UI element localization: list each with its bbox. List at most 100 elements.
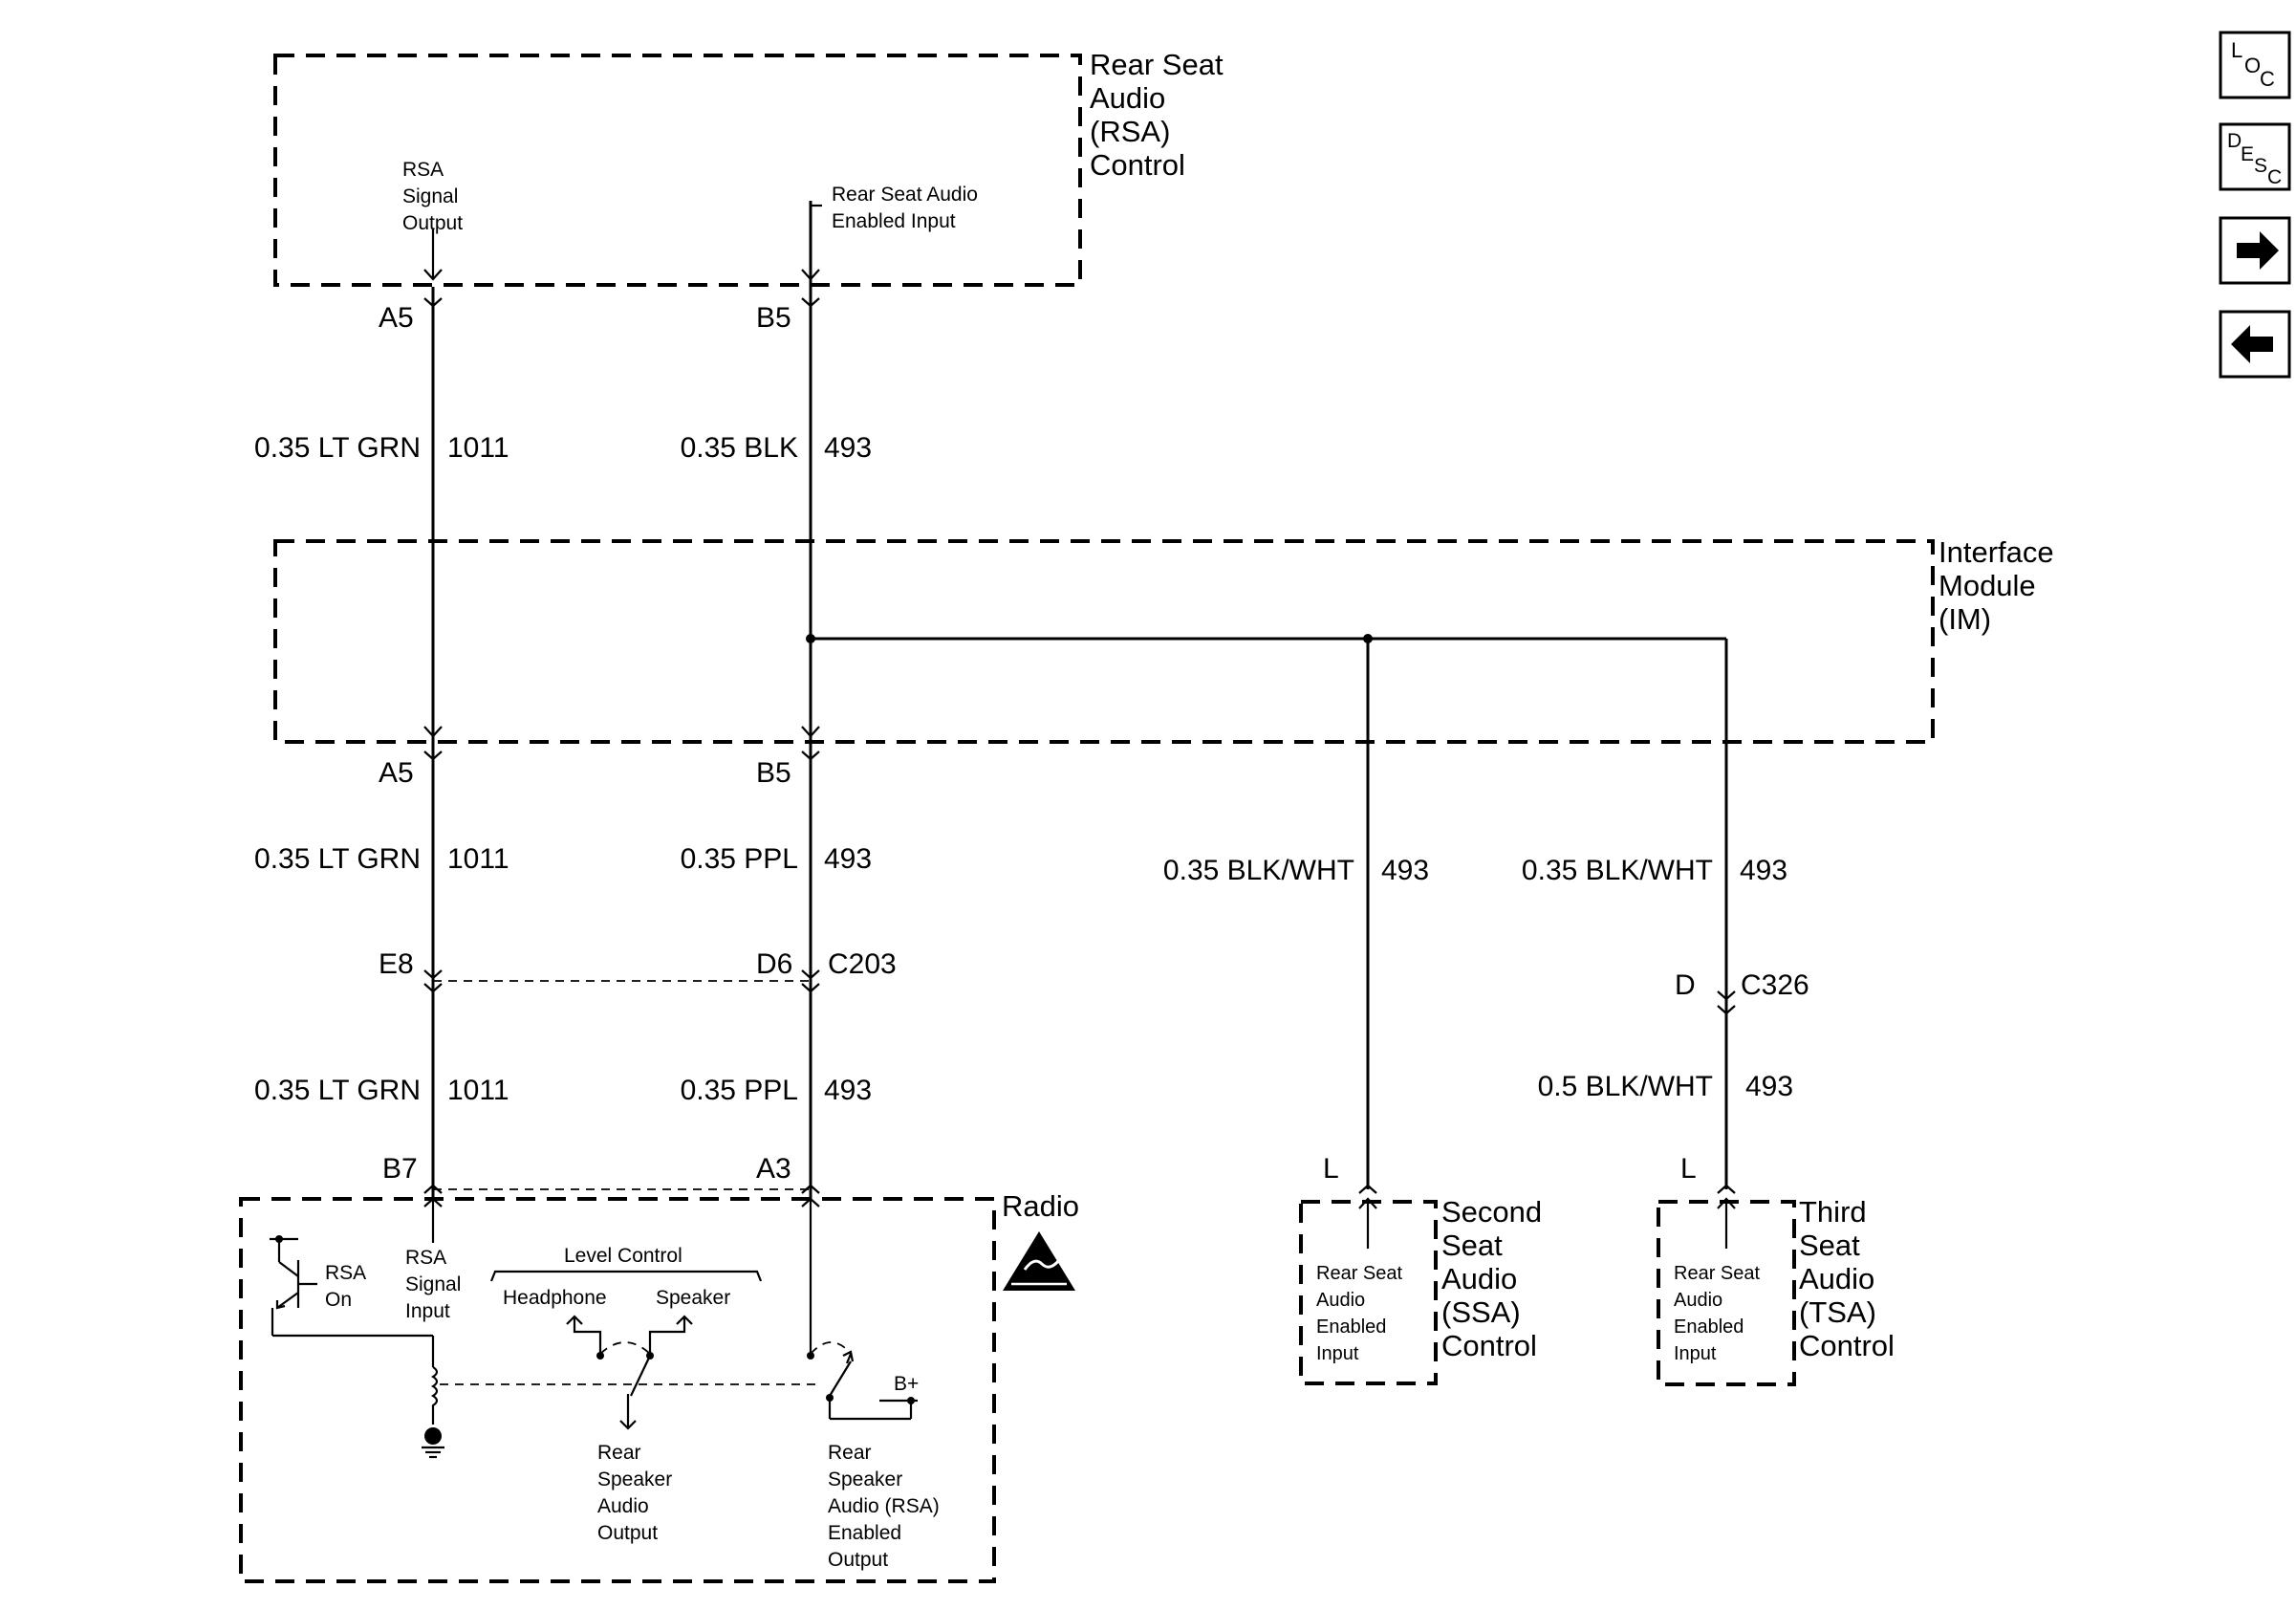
wire-5-color: 0.35 BLK/WHT xyxy=(1163,855,1354,886)
pin-tsa-l: L xyxy=(1680,1153,1697,1185)
rear-speaker-rsa-output-label-5: Output xyxy=(828,1549,888,1571)
wire-1-color: 0.35 LT GRN xyxy=(254,432,421,464)
next-button[interactable] xyxy=(2219,216,2291,285)
desc-letter-e: E xyxy=(2241,143,2254,165)
rear-speaker-audio-output-label-1: Rear xyxy=(597,1442,641,1464)
connector-c203: C203 xyxy=(828,948,897,980)
rsa-signal-input-label-3: Input xyxy=(405,1300,450,1322)
interface-module-box xyxy=(273,539,1935,744)
ssa-label-4: (SSA) xyxy=(1441,1295,1521,1329)
pin-ssa-l: L xyxy=(1323,1153,1339,1185)
headphone-label: Headphone xyxy=(503,1287,607,1309)
tsa-label-5: Control xyxy=(1799,1329,1895,1362)
rear-speaker-audio-output-label-3: Audio xyxy=(597,1495,649,1517)
rsa-signal-output-label-3: Output xyxy=(402,212,463,234)
ssa-label-3: Audio xyxy=(1441,1262,1517,1295)
rear-speaker-audio-output-label-4: Output xyxy=(597,1522,658,1544)
wire-4-circuit: 493 xyxy=(824,843,872,875)
arrow-left-icon xyxy=(2231,325,2273,363)
wire-6-circuit: 493 xyxy=(1740,855,1787,886)
desc-letter-d: D xyxy=(2227,130,2242,152)
wire-3-color: 0.35 LT GRN xyxy=(254,843,421,875)
tsa-input-label-1: Rear Seat xyxy=(1674,1263,1760,1284)
tsa-input-label-4: Input xyxy=(1674,1343,1717,1364)
b-plus-label: B+ xyxy=(894,1373,919,1395)
im-label-3: (IM) xyxy=(1939,602,1991,636)
rsa-control-label-2: Audio xyxy=(1090,81,1165,115)
connector-markers xyxy=(423,269,1736,1194)
wire-8-color: 0.35 PPL xyxy=(681,1075,798,1106)
radio-box xyxy=(239,1197,996,1583)
loc-letter-o: O xyxy=(2244,54,2261,77)
tsa-label-1: Third xyxy=(1799,1195,1867,1229)
rsa-on-label-2: On xyxy=(325,1289,352,1311)
tsa-input-label-2: Audio xyxy=(1674,1290,1722,1311)
loc-letter-l: L xyxy=(2231,38,2242,62)
wire-2-color: 0.35 BLK xyxy=(681,432,798,464)
wire-9-circuit: 493 xyxy=(1745,1071,1793,1102)
wire-6-color: 0.35 BLK/WHT xyxy=(1522,855,1713,886)
radio-internal-circuit xyxy=(270,1197,918,1459)
splice-dot xyxy=(806,634,815,643)
radio-label: Radio xyxy=(1002,1189,1079,1223)
rsa-control-box xyxy=(273,54,1082,287)
ssa-input-label-3: Enabled xyxy=(1316,1316,1386,1338)
wire-4-color: 0.35 PPL xyxy=(681,843,798,875)
tsa-label-2: Seat xyxy=(1799,1229,1860,1262)
desc-letter-c: C xyxy=(2267,166,2282,188)
wire-3-circuit: 1011 xyxy=(447,843,509,875)
rear-speaker-rsa-output-label-2: Speaker xyxy=(828,1469,902,1490)
rsa-on-label-1: RSA xyxy=(325,1262,366,1284)
desc-letter-s: S xyxy=(2254,155,2267,177)
pin-c203-d6: D6 xyxy=(756,948,792,980)
pin-rsa-b5: B5 xyxy=(756,302,791,334)
pin-radio-a3: A3 xyxy=(756,1153,791,1185)
level-control-label: Level Control xyxy=(564,1245,682,1267)
rsa-control-label-1: Rear Seat xyxy=(1090,48,1224,81)
ssa-label-2: Seat xyxy=(1441,1229,1503,1262)
pin-rsa-a5: A5 xyxy=(379,302,414,334)
wire-2-circuit: 493 xyxy=(824,432,872,464)
rsa-control-label-4: Control xyxy=(1090,148,1185,182)
rear-speaker-audio-output-label-2: Speaker xyxy=(597,1469,672,1490)
wire-9-color: 0.5 BLK/WHT xyxy=(1538,1071,1713,1102)
im-label-2: Module xyxy=(1939,569,2036,602)
location-button[interactable]: L O C xyxy=(2219,31,2291,99)
rear-speaker-rsa-output-label-3: Audio (RSA) xyxy=(828,1495,940,1517)
pin-im-b5: B5 xyxy=(756,757,791,789)
pin-c203-e8: E8 xyxy=(379,948,414,980)
rsa-control-label-3: (RSA) xyxy=(1090,115,1170,148)
wire-7-circuit: 1011 xyxy=(447,1075,509,1106)
loc-letter-c: C xyxy=(2260,67,2275,91)
rsa-signal-input-label-2: Signal xyxy=(405,1273,461,1295)
tsa-label-3: Audio xyxy=(1799,1262,1874,1295)
esd-caution-icon xyxy=(1003,1231,1075,1291)
wire-5-circuit: 493 xyxy=(1381,855,1429,886)
im-label-1: Interface xyxy=(1939,535,2054,569)
connector-c326: C326 xyxy=(1741,969,1809,1001)
description-button[interactable]: D E S C xyxy=(2219,122,2291,191)
speaker-label: Speaker xyxy=(656,1287,730,1309)
ssa-label-1: Second xyxy=(1441,1195,1542,1229)
wire-1-circuit: 1011 xyxy=(447,432,509,464)
pin-radio-b7: B7 xyxy=(382,1153,418,1185)
arrow-right-icon xyxy=(2237,231,2279,270)
ssa-label-5: Control xyxy=(1441,1329,1537,1362)
ssa-input-label-4: Input xyxy=(1316,1343,1359,1364)
wire-8-circuit: 493 xyxy=(824,1075,872,1106)
rear-speaker-rsa-output-label-4: Enabled xyxy=(828,1522,901,1544)
rsa-enabled-input-label-2: Enabled Input xyxy=(832,210,956,232)
rsa-signal-output-label-1: RSA xyxy=(402,159,444,181)
pin-im-a5: A5 xyxy=(379,757,414,789)
previous-button[interactable] xyxy=(2219,310,2291,379)
rear-speaker-rsa-output-label-1: Rear xyxy=(828,1442,872,1464)
tsa-label-4: (TSA) xyxy=(1799,1295,1876,1329)
pin-c326-d: D xyxy=(1675,969,1696,1001)
rsa-signal-output-label-2: Signal xyxy=(402,185,458,207)
rsa-enabled-input-label-1: Rear Seat Audio xyxy=(832,184,978,206)
wire-7-color: 0.35 LT GRN xyxy=(254,1075,421,1106)
tsa-input-label-3: Enabled xyxy=(1674,1316,1744,1338)
ssa-input-label-2: Audio xyxy=(1316,1290,1365,1311)
